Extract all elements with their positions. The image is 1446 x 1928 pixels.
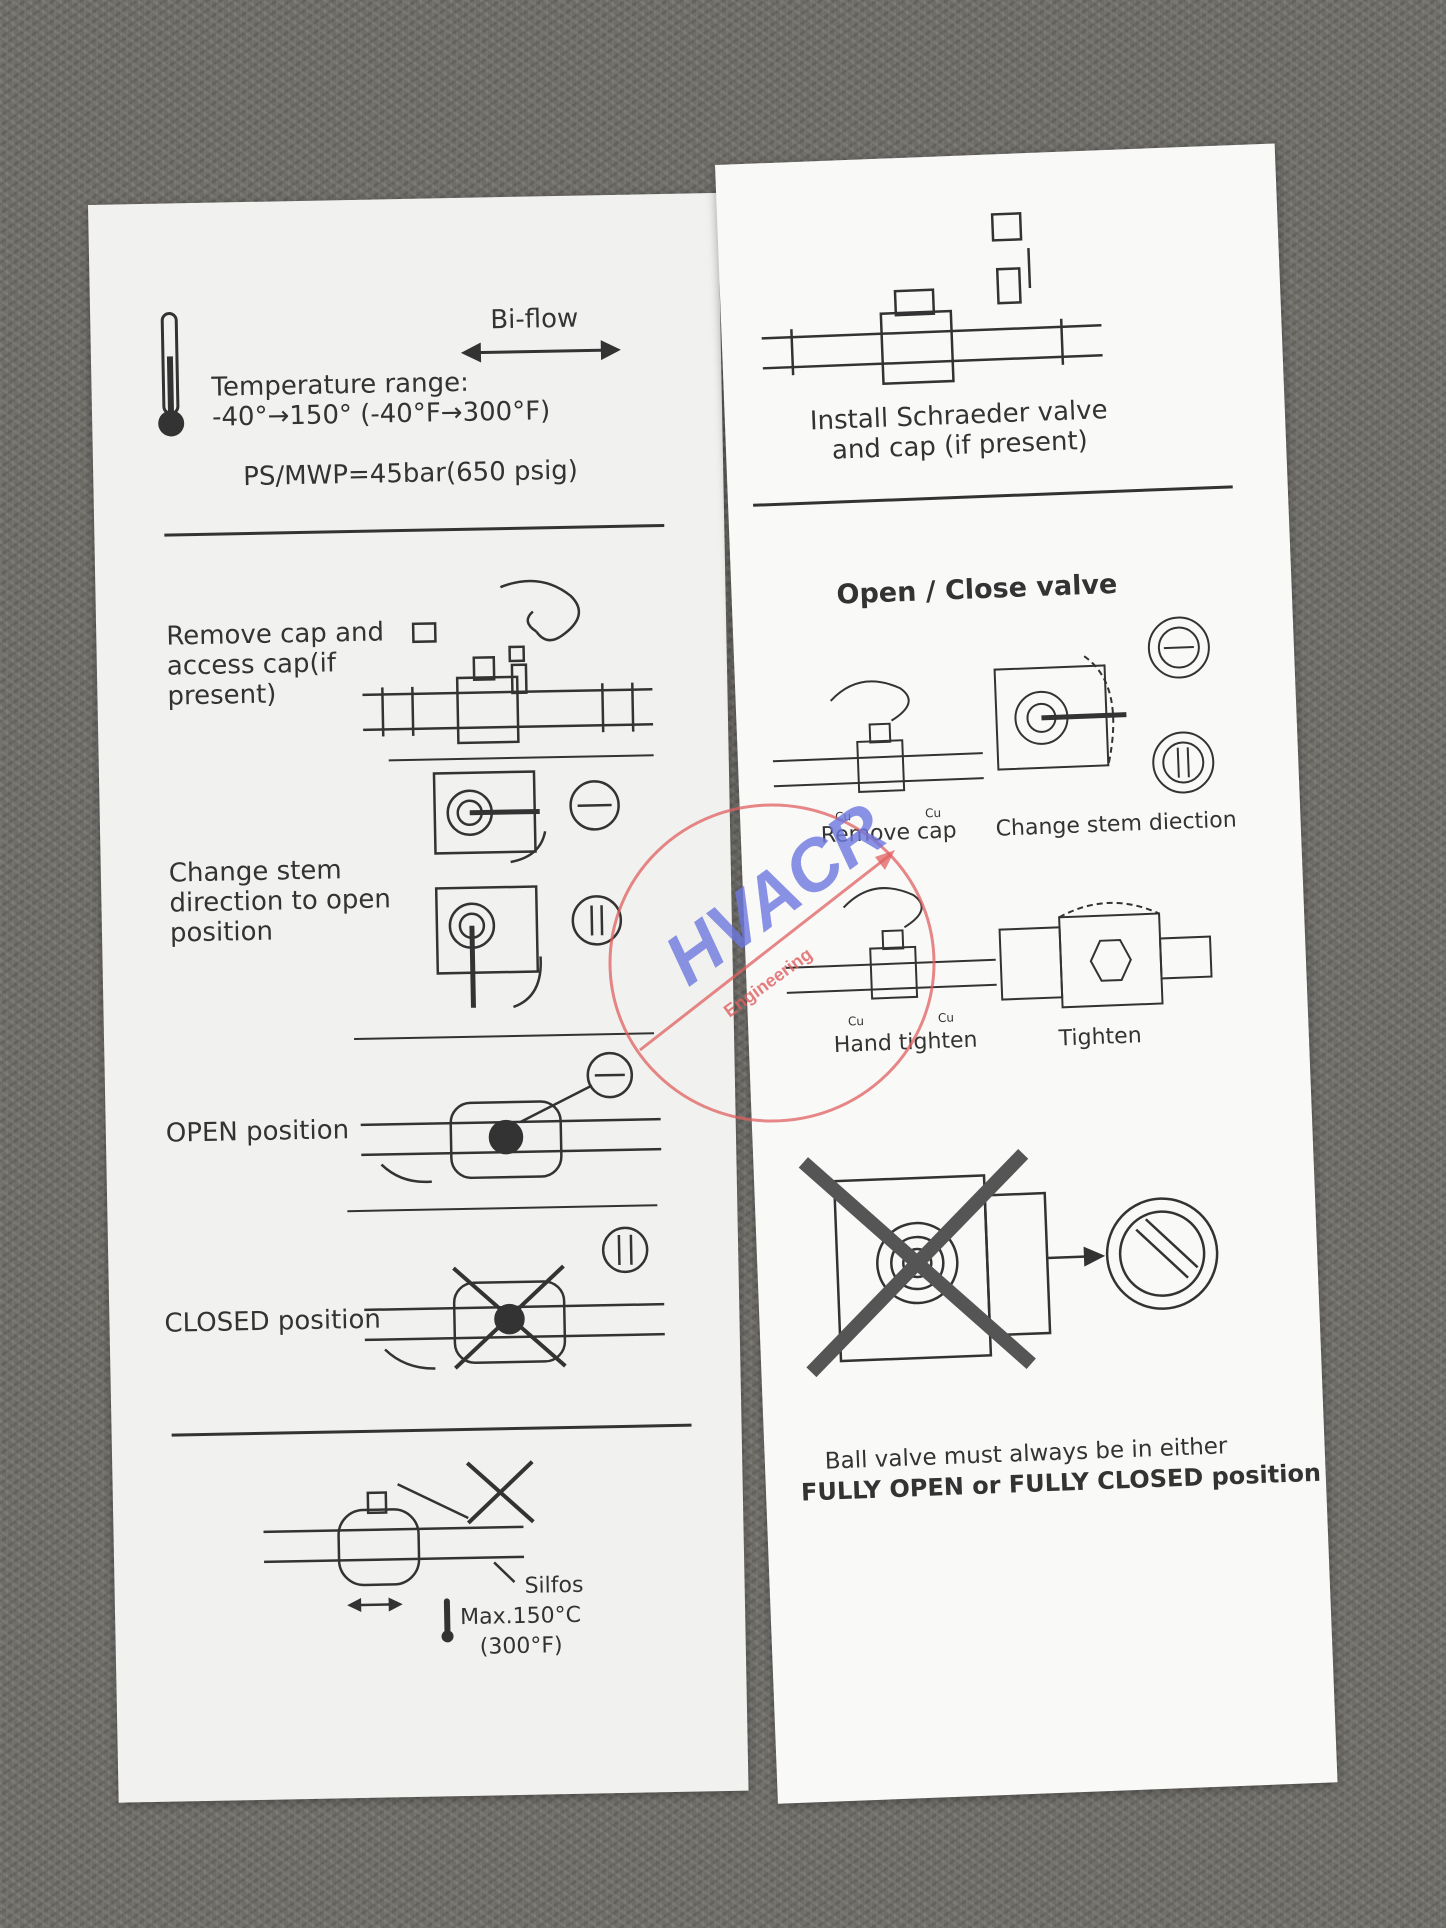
cu-label: Cu — [938, 1010, 955, 1025]
left-instruction-panel: Bi-flow Temperature range: -40°→150° (-4… — [88, 192, 749, 1803]
right-instruction-panel: Install Schraeder valve and cap (if pres… — [715, 143, 1338, 1804]
step-closed-position-text: CLOSED position — [164, 1304, 382, 1339]
open-position-illustration — [359, 1049, 662, 1190]
divider — [164, 523, 665, 537]
cu-label: Cu — [925, 806, 942, 821]
step-remove-cap-text: Remove cap and access cap(if present) — [166, 617, 385, 712]
schraeder-valve-illustration — [757, 205, 1103, 393]
do-not-half-open-illustration — [793, 1136, 1242, 1383]
remove-cap-illustration — [360, 574, 653, 755]
cu-label: Cu — [848, 1014, 865, 1029]
open-close-heading: Open / Close valve — [836, 568, 1118, 611]
step-change-stem-text: Change stem direction to open position — [168, 855, 392, 949]
divider — [388, 754, 654, 762]
bi-flow-arrow-icon — [460, 340, 621, 363]
change-stem-step-illustration — [993, 611, 1230, 810]
hand-tighten-illustration: Cu Cu — [782, 870, 997, 1029]
tighten-illustration — [998, 891, 1222, 1019]
tighten-label: Tighten — [1058, 1023, 1143, 1052]
temperature-range-text: Temperature range: -40°→150° (-40°F→300°… — [211, 367, 551, 433]
divider — [753, 485, 1233, 507]
divider — [347, 1204, 658, 1213]
step-open-position-text: OPEN position — [165, 1115, 350, 1149]
max-temperature-label: Max.150°C (300°F) — [459, 1602, 582, 1660]
install-schraeder-text: Install Schraeder valve and cap (if pres… — [809, 395, 1109, 466]
small-thermometer-icon — [441, 1598, 454, 1643]
hvacr-watermark-logo — [600, 795, 945, 1130]
brazing-illustration — [262, 1451, 565, 1627]
silfos-label: Silfos — [524, 1572, 584, 1599]
change-stem-illustration — [429, 764, 664, 1018]
thermometer-icon — [158, 311, 185, 437]
divider — [171, 1423, 692, 1437]
bi-flow-label: Bi-flow — [489, 303, 579, 336]
pressure-rating-text: PS/MWP=45bar(650 psig) — [242, 455, 579, 493]
closed-position-illustration — [363, 1224, 666, 1380]
change-stem-label: Change stem diection — [995, 807, 1238, 842]
